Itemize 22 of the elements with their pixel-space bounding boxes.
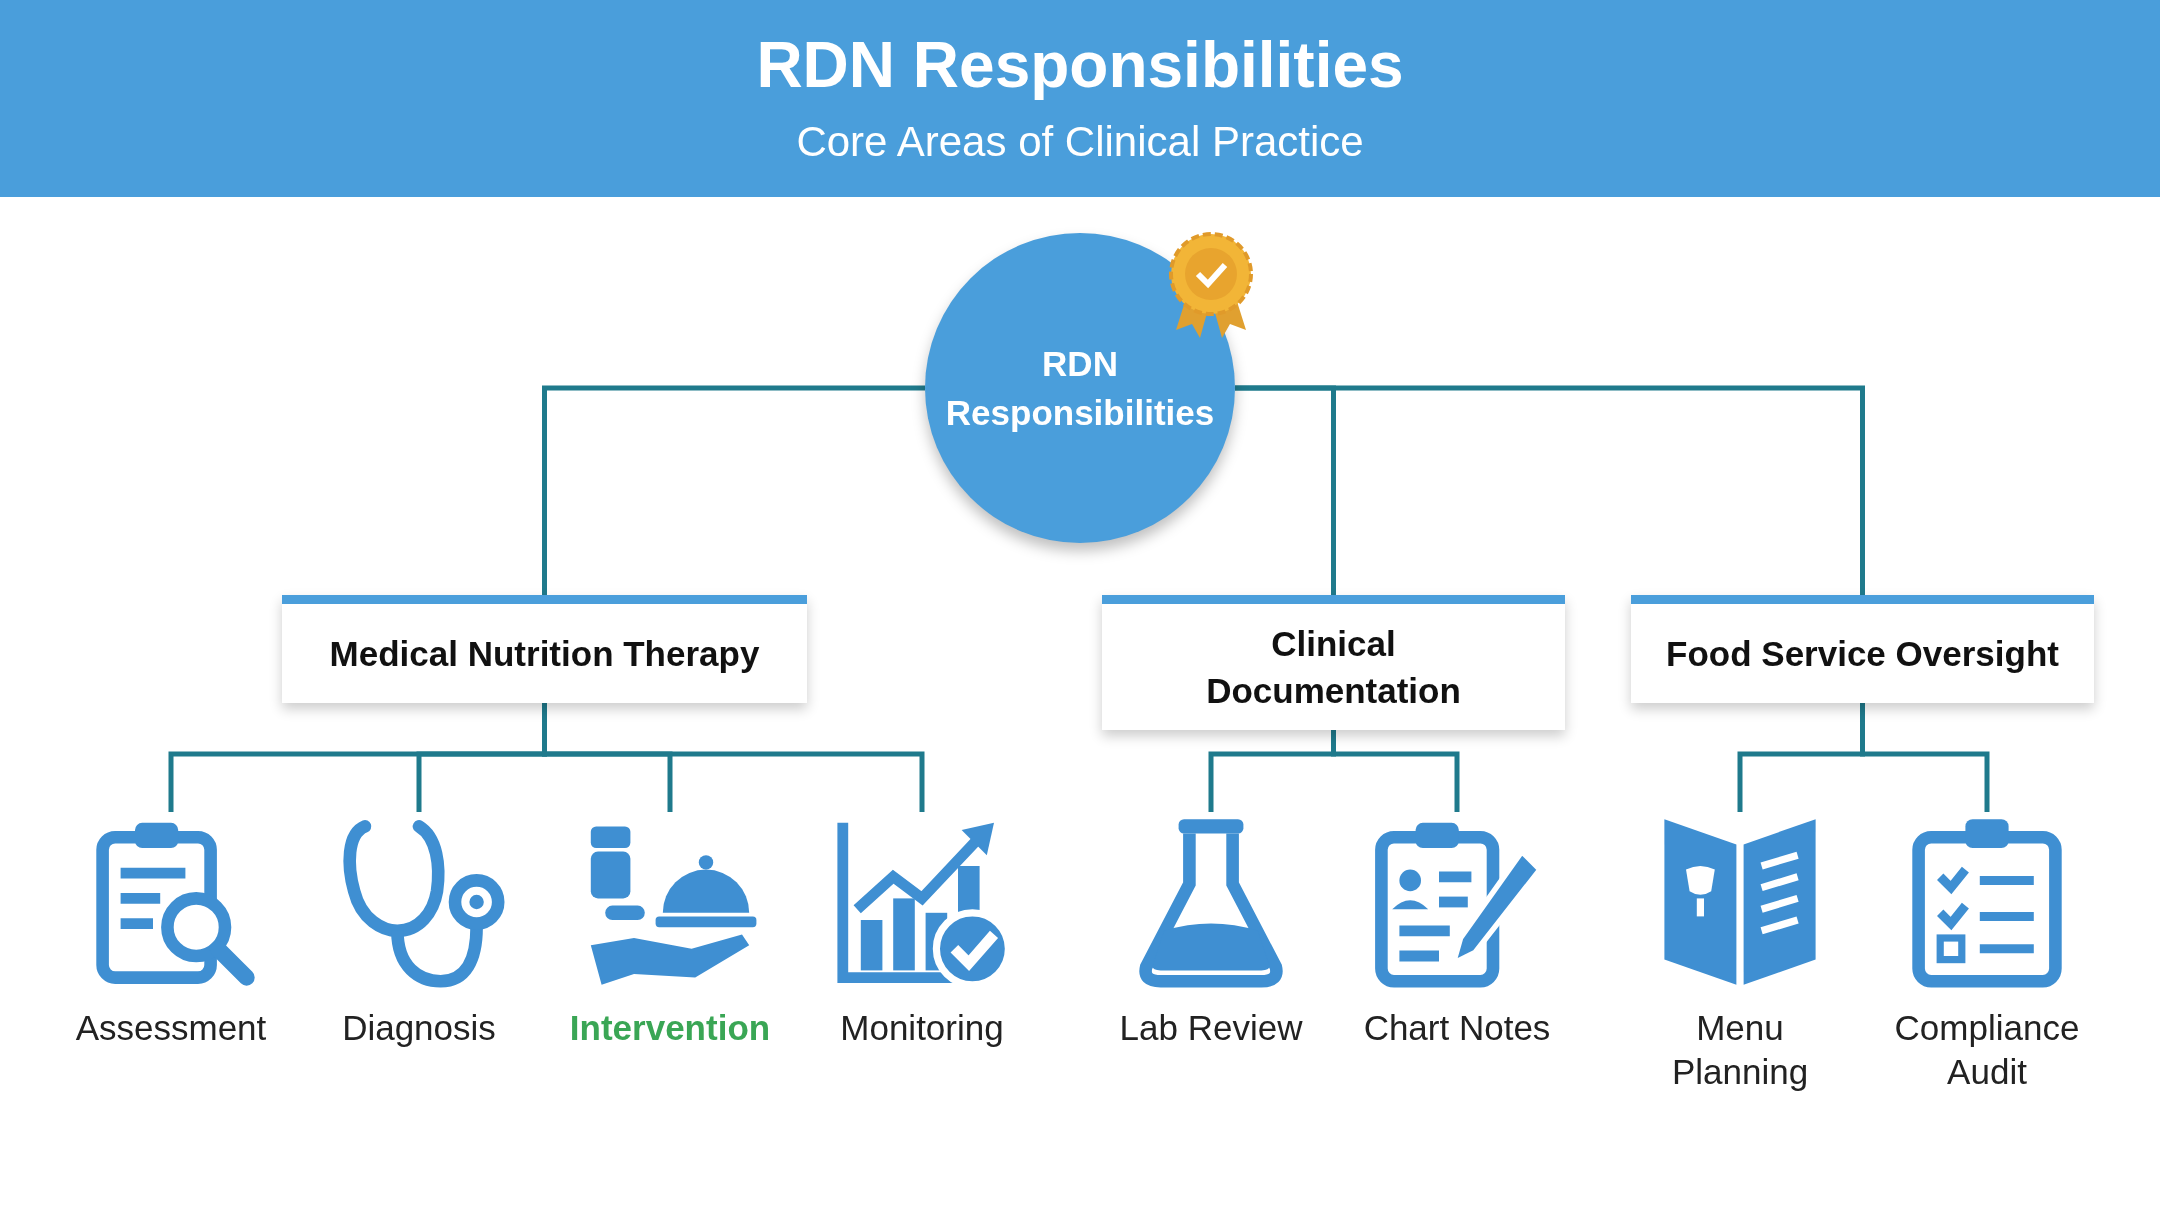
- subtitle: Core Areas of Clinical Practice: [795, 118, 1365, 166]
- task-label: Assessment: [75, 1007, 267, 1049]
- category-label: Medical Nutrition Therapy: [329, 632, 760, 675]
- task-label: Chart Notes: [1363, 1007, 1551, 1049]
- task-label: Diagnosis: [342, 1007, 496, 1049]
- category-box: [282, 595, 807, 703]
- root-label: RDN Responsibilities: [944, 343, 1216, 434]
- connector-line: [1331, 730, 1460, 812]
- task-label: Lab Review: [1119, 1007, 1303, 1049]
- category-box: [1631, 595, 2094, 703]
- category-box: [1102, 595, 1565, 730]
- category-label: Clinical Documentation: [1205, 622, 1462, 712]
- task-label: Intervention: [569, 1007, 771, 1049]
- title: RDN Responsibilities: [755, 28, 1405, 102]
- connector-line: [542, 385, 925, 595]
- connector-line: [1235, 385, 1865, 595]
- connector-line: [542, 703, 925, 812]
- task-label: Monitoring: [840, 1007, 1004, 1049]
- category-label: Food Service Oversight: [1666, 632, 2059, 675]
- task-label: Compliance Audit: [1893, 1007, 2081, 1093]
- task-label: Menu Planning: [1670, 1007, 1810, 1093]
- connector-line: [1860, 703, 1990, 812]
